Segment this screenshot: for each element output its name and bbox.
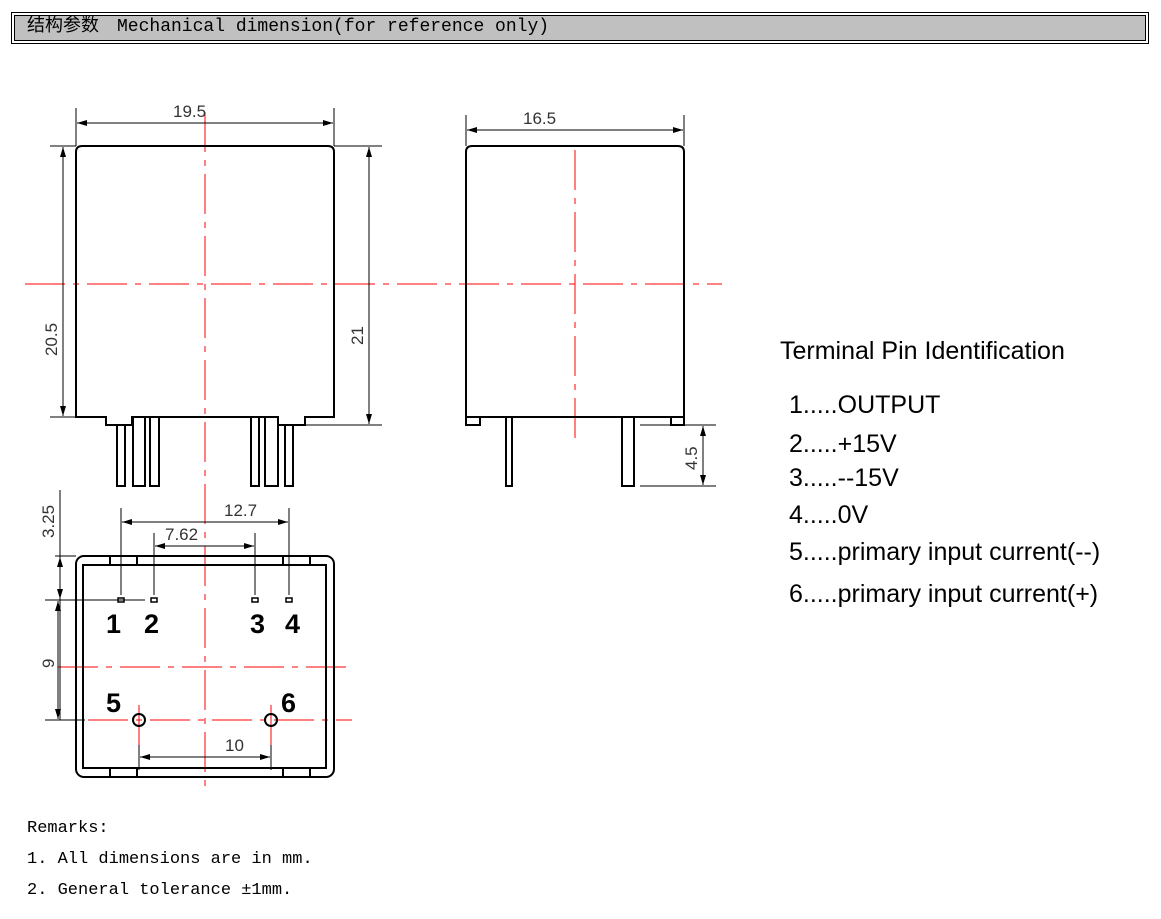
dim-height-right: 21 [348, 326, 367, 345]
centerlines [25, 112, 722, 790]
dim-height-left: 20.5 [42, 323, 61, 356]
dim-width-front: 19.5 [173, 102, 206, 121]
pin-identification-title: Terminal Pin Identification [780, 337, 1065, 365]
dimension-lines [45, 108, 716, 770]
bottom-view [75, 555, 335, 778]
front-view [75, 145, 335, 487]
header-title-cn: 结构参数 [27, 17, 99, 37]
dim-pitch-inner: 7.62 [165, 525, 198, 544]
pin-label-6: 6 [281, 688, 296, 718]
dimension-labels: 19.5 16.5 20.5 21 4.5 3.25 12.7 7.62 9 1… [39, 102, 701, 755]
remarks-title: Remarks: [27, 819, 109, 838]
remark-item: 1. All dimensions are in mm. [27, 850, 313, 869]
pin-number-labels: 1 2 3 4 5 6 [106, 609, 300, 718]
pin-item: 3.....--15V [789, 464, 899, 492]
pin-label-1: 1 [106, 609, 121, 639]
pin-label-5: 5 [106, 688, 121, 718]
pin-item: 2.....+15V [789, 430, 897, 458]
remark-item: 2. General tolerance ±1mm. [27, 881, 293, 900]
dim-pin-offset: 3.25 [39, 505, 58, 538]
pin-item: 5.....primary input current(--) [789, 538, 1101, 566]
dim-pin-length: 4.5 [682, 446, 701, 470]
section-header: 结构参数 Mechanical dimension(for reference o… [11, 12, 1149, 44]
pin-label-4: 4 [285, 609, 300, 639]
pin-label-2: 2 [144, 609, 159, 639]
dim-pitch-outer: 12.7 [224, 501, 257, 520]
dim-primary-spacing: 10 [225, 736, 244, 755]
header-title-en: Mechanical dimension(for reference only) [117, 17, 550, 37]
pin-item: 4.....0V [789, 501, 869, 529]
pin-item: 6.....primary input current(+) [789, 580, 1099, 608]
dim-width-side: 16.5 [523, 109, 556, 128]
pin-item: 1.....OUTPUT [789, 391, 941, 419]
pin-label-3: 3 [250, 609, 265, 639]
dim-row-spacing: 9 [39, 659, 58, 668]
